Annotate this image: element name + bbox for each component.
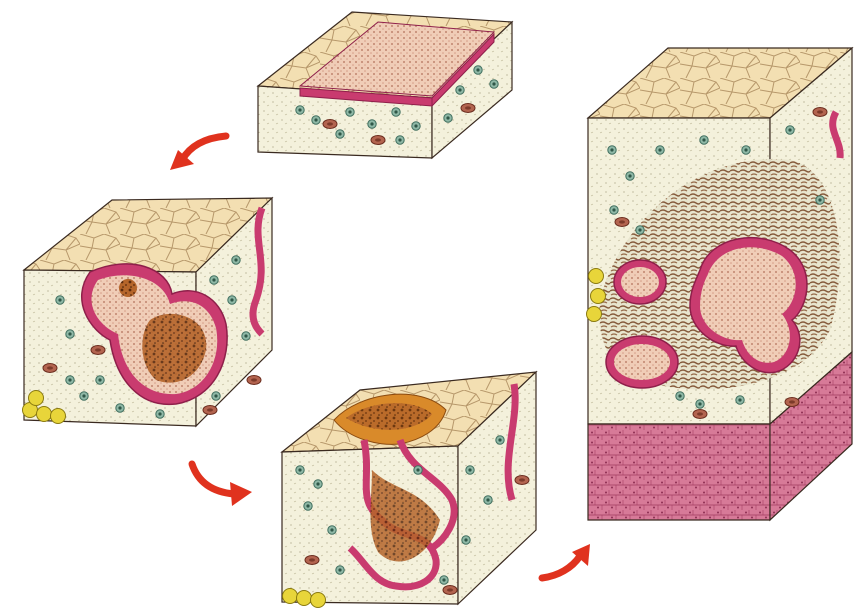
left-tissue-block <box>23 198 273 426</box>
arrow-bottom-to-right <box>542 544 590 578</box>
curved-arrow-icon <box>182 136 226 160</box>
right-cyst-bottom <box>606 336 678 388</box>
top-tissue-block <box>258 12 512 158</box>
arrow-left-to-bottom <box>192 464 252 506</box>
curved-arrow-icon <box>192 464 234 494</box>
curved-arrow-icon <box>542 556 580 578</box>
right-tissue-block <box>587 48 853 520</box>
arrow-top-to-left <box>170 136 226 170</box>
right-cyst-left <box>614 260 666 304</box>
bottom-tissue-block <box>282 372 536 608</box>
